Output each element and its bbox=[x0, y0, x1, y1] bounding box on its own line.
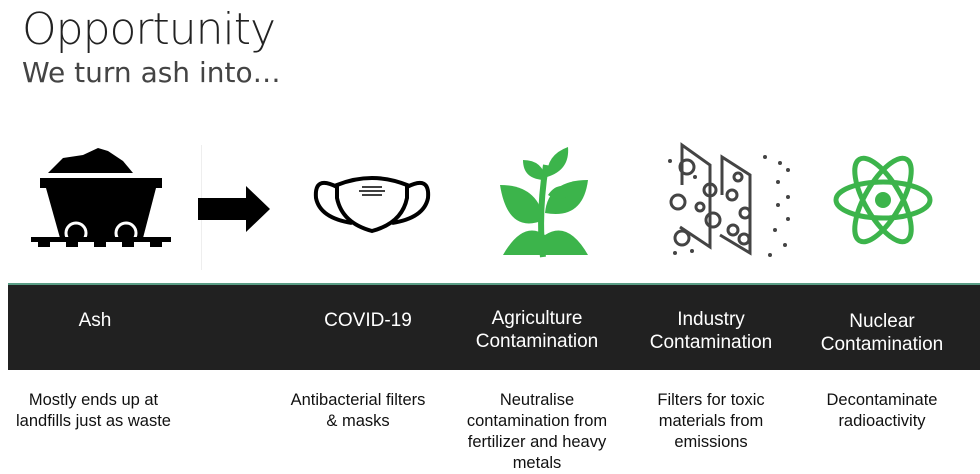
plant-icon bbox=[500, 147, 588, 258]
atom-icon bbox=[833, 155, 933, 245]
desc-agriculture: Neutralise contamination from fertilizer… bbox=[466, 391, 608, 472]
desc-industry: Filters for toxic materials from emissio… bbox=[657, 391, 765, 451]
face-mask-icon bbox=[313, 176, 431, 234]
category-band bbox=[8, 283, 980, 370]
desc-ash: Mostly ends up at landfills just as wast… bbox=[16, 391, 171, 430]
mine-cart-icon bbox=[31, 148, 171, 247]
label-covid: COVID-19 bbox=[324, 310, 412, 331]
label-ash: Ash bbox=[78, 310, 112, 331]
desc-covid: Antibacterial filters & masks bbox=[290, 391, 426, 430]
arrow-right-icon bbox=[198, 186, 270, 232]
filter-icon bbox=[668, 142, 790, 257]
page-title: Opportunity bbox=[22, 4, 276, 55]
label-industry: Industry Contamination bbox=[649, 309, 773, 353]
desc-nuclear: Decontaminate radioactivity bbox=[826, 391, 938, 430]
label-nuclear: Nuclear Contamination bbox=[820, 311, 944, 355]
page-subtitle: We turn ash into… bbox=[22, 56, 281, 89]
label-agriculture: Agriculture Contamination bbox=[475, 308, 599, 352]
